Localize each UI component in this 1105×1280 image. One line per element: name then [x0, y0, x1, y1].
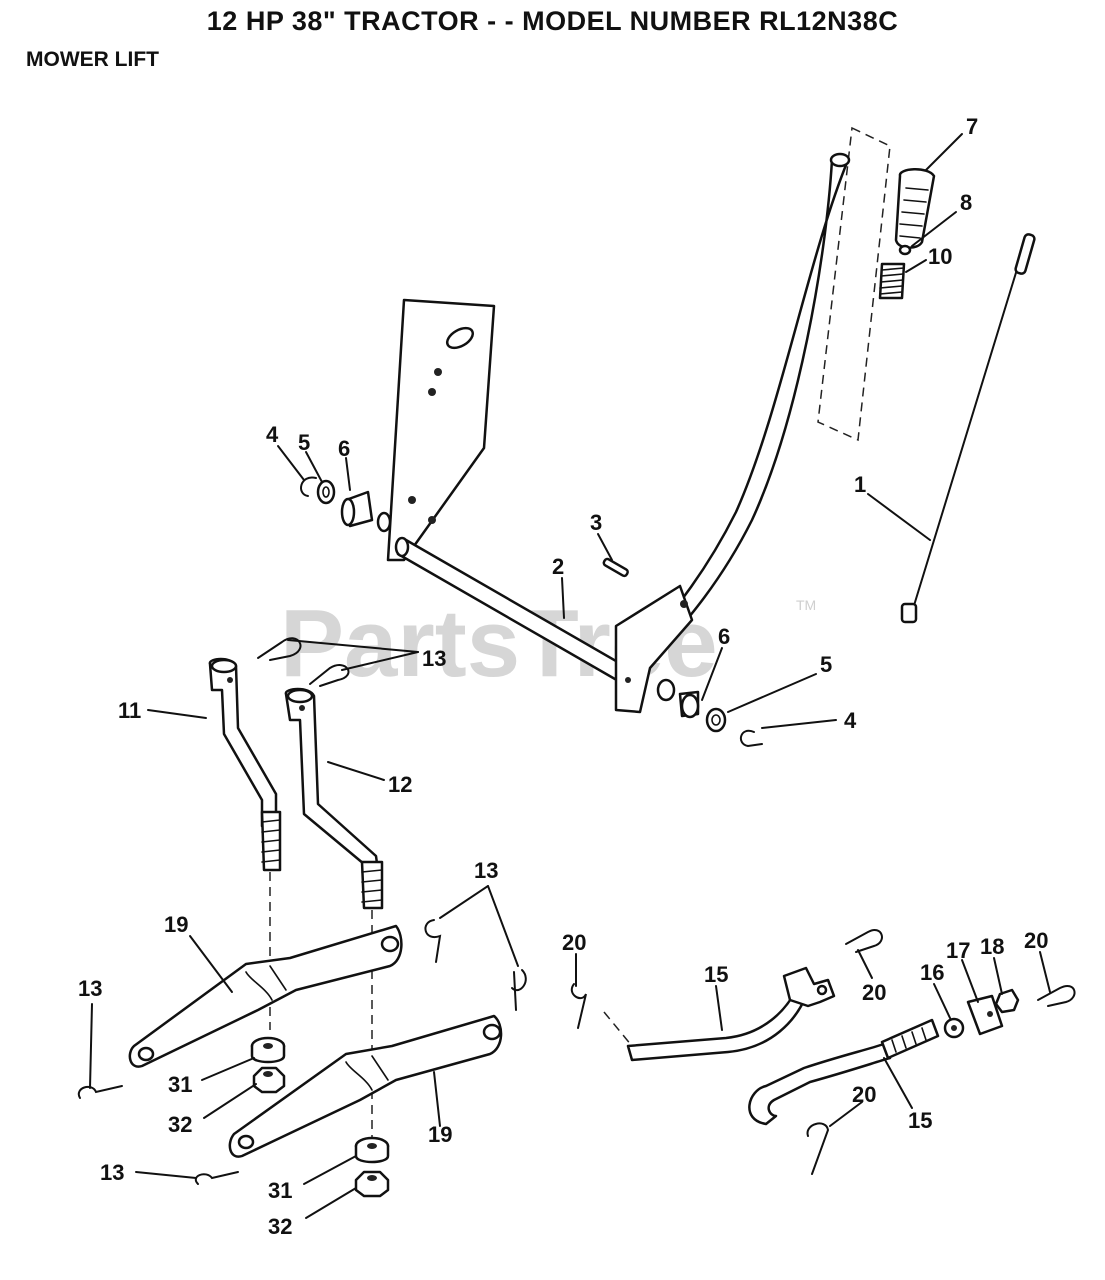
- hairpin-clip-20-c: [1037, 985, 1076, 1007]
- hairpin-clip-arm-2: [511, 969, 527, 1011]
- callout-5-upper: 5: [298, 430, 310, 455]
- hairpin-clip-arm-1: [424, 919, 442, 963]
- lift-arm-lower: [228, 1014, 503, 1158]
- washer-right: [705, 707, 727, 733]
- clip-right: [739, 729, 763, 748]
- bushing-right: [656, 678, 700, 719]
- spacer-upper: [250, 1036, 286, 1064]
- callout-19-upper: 19: [164, 912, 188, 937]
- callout-13-left: 13: [78, 976, 102, 1001]
- nut-lower: [354, 1170, 390, 1198]
- bushing-left: [340, 490, 392, 533]
- cross-shaft: [394, 536, 644, 692]
- lift-link-left: [208, 657, 282, 872]
- callout-10: 10: [928, 244, 952, 269]
- callout-2: 2: [552, 554, 564, 579]
- washer-left: [316, 479, 336, 505]
- lift-link-right: [284, 687, 384, 910]
- lift-handle-rod: [638, 152, 851, 662]
- clevis-pin: [602, 557, 629, 578]
- hairpin-clip-arm-4: [194, 1171, 239, 1185]
- nut-upper: [252, 1066, 286, 1094]
- watermark-trademark: TM: [796, 597, 816, 613]
- lift-arm-bracket: [614, 584, 694, 714]
- callout-6-lower: 6: [718, 624, 730, 649]
- release-button: [898, 244, 912, 256]
- clip-left: [300, 476, 317, 497]
- leader-lines: [89, 133, 1051, 1219]
- alignment-line-rod: [603, 1011, 633, 1047]
- nut-18: [994, 988, 1020, 1014]
- washer-16: [943, 1017, 965, 1039]
- callout-31-lower: 31: [268, 1178, 292, 1203]
- callout-4-upper: 4: [266, 422, 279, 447]
- handle-grip: [894, 168, 936, 249]
- callout-20-mid: 20: [862, 980, 886, 1005]
- callout-16: 16: [920, 960, 944, 985]
- handle-phantom-outline: [817, 126, 891, 442]
- deck-rod-lower: [748, 1018, 940, 1126]
- handle-spring: [878, 262, 906, 300]
- callout-13-bottom: 13: [100, 1160, 124, 1185]
- hairpin-clip-20-d: [806, 1122, 830, 1175]
- section-title: MOWER LIFT: [26, 48, 159, 71]
- hairpin-clip-upper-1: [257, 637, 302, 661]
- ferrule-17: [966, 994, 1004, 1036]
- callout-31-upper: 31: [168, 1072, 192, 1097]
- callout-3: 3: [590, 510, 602, 535]
- callout-32-upper: 32: [168, 1112, 192, 1137]
- callout-15-lower: 15: [908, 1108, 932, 1133]
- page-title: 12 HP 38" TRACTOR - - MODEL NUMBER RL12N…: [206, 6, 899, 36]
- hairpin-clip-arm-3: [77, 1085, 123, 1099]
- spacer-lower: [354, 1136, 390, 1164]
- callout-5-lower: 5: [820, 652, 832, 677]
- callout-7: 7: [966, 114, 978, 139]
- callout-13-arm: 13: [474, 858, 498, 883]
- callout-19-lower: 19: [428, 1122, 452, 1147]
- callout-11: 11: [118, 698, 141, 723]
- callout-20-right: 20: [1024, 928, 1048, 953]
- callout-18: 18: [980, 934, 1004, 959]
- callout-6-upper: 6: [338, 436, 350, 461]
- callout-20-lower: 20: [852, 1082, 876, 1107]
- callout-1: 1: [854, 472, 866, 497]
- hairpin-clip-20-a: [570, 983, 587, 1029]
- callout-13-upper: 13: [422, 646, 446, 671]
- callout-8: 8: [960, 190, 972, 215]
- callout-15-upper: 15: [704, 962, 728, 987]
- callout-12: 12: [388, 772, 412, 797]
- mounting-bracket-plate: [386, 298, 496, 562]
- callout-4-lower: 4: [844, 708, 857, 733]
- lift-arm-upper: [128, 924, 403, 1068]
- release-rod: [900, 233, 1036, 624]
- callout-32-lower: 32: [268, 1214, 292, 1239]
- deck-rod-upper: [626, 966, 836, 1062]
- hairpin-clip-20-b: [845, 929, 883, 953]
- callout-17: 17: [946, 938, 970, 963]
- callout-20-left: 20: [562, 930, 586, 955]
